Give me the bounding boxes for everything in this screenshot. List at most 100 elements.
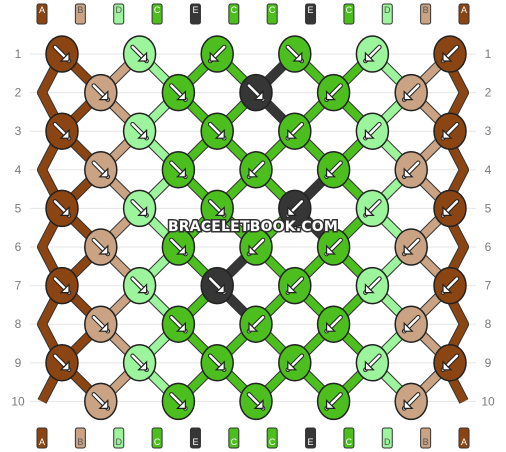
knot <box>278 189 312 228</box>
arrow-down-right-icon <box>91 160 111 180</box>
strand-end-bottom <box>266 427 278 449</box>
row-label-right: 5 <box>485 201 492 215</box>
arrow-down-right-icon <box>130 199 149 218</box>
row-label-left: 10 <box>11 394 25 408</box>
arrow-down-left-icon <box>363 276 382 295</box>
strand-label-bottom: D <box>384 437 391 447</box>
strand-end-top <box>458 3 470 25</box>
arrow-down-right-icon <box>91 83 111 102</box>
strand-label-bottom: B <box>423 437 429 447</box>
strand-end-top <box>381 3 393 25</box>
knot <box>84 228 118 266</box>
arrow-down-left-icon <box>207 44 227 64</box>
row-label-right: 8 <box>485 317 492 331</box>
strand-end-top <box>228 3 240 25</box>
arrow-down-left-icon <box>324 160 343 180</box>
strand-end-bottom <box>151 427 163 449</box>
row-label-left: 9 <box>15 356 22 370</box>
row-label-left: 6 <box>15 240 22 254</box>
arrow-down-left-icon <box>440 199 460 218</box>
strand-end-bottom <box>458 427 470 449</box>
arrow-down-left-icon <box>440 44 460 64</box>
edge-thread-right <box>440 52 468 404</box>
arrow-down-right-icon <box>130 44 149 64</box>
strand-end-top <box>189 3 201 25</box>
arrow-down-left-icon <box>285 276 305 295</box>
arrow-down-left-icon <box>324 392 343 411</box>
knot <box>394 382 428 421</box>
arrow-down-left-icon <box>363 121 382 141</box>
arrow-down-left-icon <box>440 353 460 373</box>
knot <box>84 382 118 421</box>
strand-end-bottom <box>189 427 201 449</box>
strand-label-top: C <box>269 5 276 15</box>
knot <box>161 151 196 189</box>
arrow-down-right-icon <box>52 121 72 141</box>
knot <box>433 35 467 73</box>
arrow-down-right-icon <box>285 44 305 64</box>
knot <box>84 305 118 343</box>
arrow-down-left-icon <box>324 314 343 334</box>
arrow-down-left-icon <box>363 44 382 64</box>
arrow-down-left-icon <box>285 121 305 141</box>
knot <box>122 266 157 305</box>
arrow-down-left-icon <box>363 199 382 218</box>
row-label-left: 2 <box>15 86 22 100</box>
arrow-down-right-icon <box>169 237 188 257</box>
row-label-right: 6 <box>485 240 492 254</box>
arrow-down-right-icon <box>169 83 188 102</box>
arrow-down-right-icon <box>207 121 227 141</box>
strand-label-top: E <box>192 5 198 15</box>
row-label-right: 9 <box>485 356 492 370</box>
arrow-down-right-icon <box>207 353 227 373</box>
knot <box>433 344 467 382</box>
knot <box>355 344 390 382</box>
knot <box>355 266 390 305</box>
strand-end-top <box>151 3 163 25</box>
arrow-down-right-icon <box>91 392 111 411</box>
knot <box>316 382 351 421</box>
strand-label-bottom: E <box>192 437 198 447</box>
row-label-right: 3 <box>485 124 492 138</box>
row-label-left: 3 <box>15 124 22 138</box>
strand-label-bottom: A <box>461 437 467 447</box>
arrow-down-left-icon <box>401 83 421 102</box>
knot <box>200 35 234 73</box>
row-label-left: 8 <box>15 317 22 331</box>
strand-end-bottom <box>420 427 432 449</box>
strand-end-bottom <box>381 427 393 449</box>
strand-end-bottom <box>228 427 240 449</box>
row-label-left: 4 <box>15 163 22 177</box>
knot <box>45 189 79 228</box>
knot <box>239 73 273 112</box>
arrow-down-right-icon <box>169 160 188 180</box>
knot <box>200 266 234 305</box>
knot <box>161 228 196 266</box>
arrow-down-right-icon <box>130 121 149 141</box>
watermark-text: BRACELETBOOK.COM <box>168 219 338 235</box>
arrow-down-left-icon <box>440 276 460 295</box>
strand-label-top: C <box>154 5 161 15</box>
arrow-down-left-icon <box>246 237 266 257</box>
strand-label-bottom: C <box>231 437 238 447</box>
knot <box>161 73 196 112</box>
arrow-down-left-icon <box>324 237 343 257</box>
arrow-down-left-icon <box>401 314 421 334</box>
strand-end-bottom <box>343 427 355 449</box>
arrow-down-right-icon <box>52 44 72 64</box>
knot <box>239 151 273 189</box>
strand-label-top: A <box>461 5 467 15</box>
knot <box>122 35 157 73</box>
strand-label-top: B <box>77 5 83 15</box>
strand-label-bottom: A <box>39 437 45 447</box>
strand-label-top: D <box>384 5 391 15</box>
knot <box>394 305 428 343</box>
strand-end-top <box>420 3 432 25</box>
knot <box>200 344 234 382</box>
knot <box>45 266 79 305</box>
knot <box>316 151 351 189</box>
arrow-down-right-icon <box>130 353 149 373</box>
arrow-down-left-icon <box>401 160 421 180</box>
